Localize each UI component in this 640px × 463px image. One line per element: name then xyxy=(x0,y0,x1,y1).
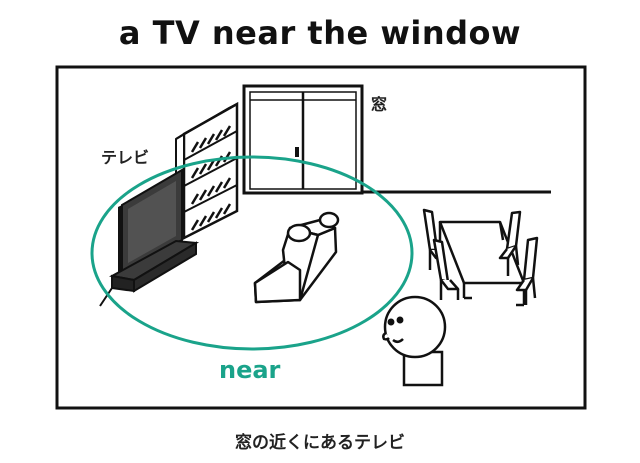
dining-chairs xyxy=(422,208,539,305)
near-zone-ellipse xyxy=(90,155,414,351)
page-title: a TV near the window xyxy=(118,14,522,52)
window-label: 窓 xyxy=(371,95,387,114)
window xyxy=(242,84,364,195)
bookshelf xyxy=(175,101,239,244)
caption: 窓の近くにあるテレビ xyxy=(235,433,405,453)
room-frame xyxy=(55,65,587,410)
tv-stand xyxy=(99,239,200,307)
sofa xyxy=(253,211,340,304)
dining-table xyxy=(438,220,526,307)
person xyxy=(382,295,447,387)
near-label: near xyxy=(219,356,281,384)
tv-label: テレビ xyxy=(101,148,149,167)
